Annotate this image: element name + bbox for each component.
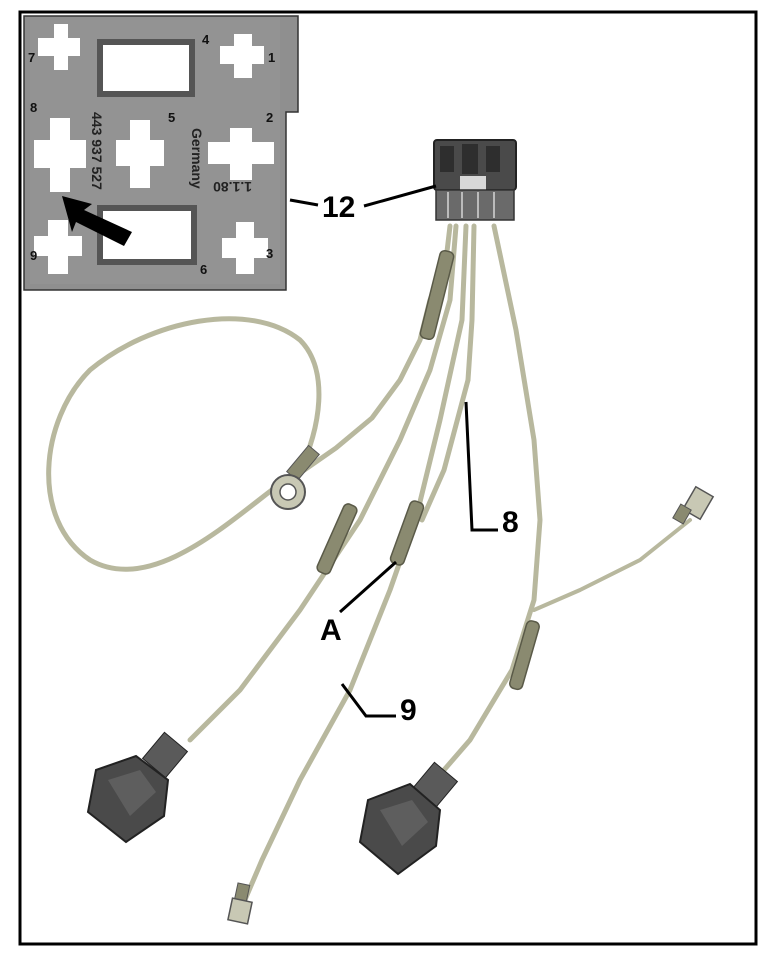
callout-12: 12 — [289, 184, 437, 224]
callout-A: A — [320, 560, 397, 647]
relay-stamp-side: 1.1.80 — [213, 179, 252, 195]
ring-terminal — [270, 444, 320, 510]
pin-label-6: 6 — [200, 262, 207, 277]
relay-maker-mark: Germany — [189, 128, 205, 189]
callout-9: 9 — [340, 683, 417, 727]
callout-label-12: 12 — [322, 191, 355, 224]
callout-label-8: 8 — [502, 506, 519, 539]
spade-terminal-bottom — [227, 882, 253, 925]
pin-label-5: 5 — [168, 110, 175, 125]
pin-label-1: 1 — [268, 50, 275, 65]
relay-slot-top — [97, 39, 195, 97]
round-connector-right — [358, 761, 459, 876]
relay-hole-3 — [222, 222, 268, 274]
pin-label-7: 7 — [28, 50, 35, 65]
splice-sleeves — [316, 249, 540, 691]
relay-part-number: 443 937 527 — [89, 112, 105, 190]
relay-plate-inset: 7 4 1 8 5 2 9 6 3 443 937 527 Germany 1.… — [23, 15, 299, 291]
callout-label-9: 9 — [400, 694, 417, 727]
spade-terminal-right — [672, 485, 715, 525]
relay-connector-12 — [433, 139, 517, 221]
pin-label-8: 8 — [30, 100, 37, 115]
relay-hole-1 — [220, 34, 264, 78]
relay-hole-9 — [34, 220, 82, 274]
pin-label-4: 4 — [202, 32, 210, 47]
relay-hole-5 — [116, 120, 164, 188]
round-connector-left — [86, 731, 189, 844]
pin-label-9: 9 — [30, 248, 37, 263]
relay-hole-8 — [34, 118, 86, 192]
callout-8: 8 — [464, 401, 519, 539]
pin-label-3: 3 — [266, 246, 273, 261]
relay-hole-7 — [38, 24, 80, 70]
callout-label-A: A — [320, 614, 342, 647]
pin-label-2: 2 — [266, 110, 273, 125]
arrow-icon — [62, 196, 132, 246]
relay-hole-2 — [208, 128, 274, 180]
